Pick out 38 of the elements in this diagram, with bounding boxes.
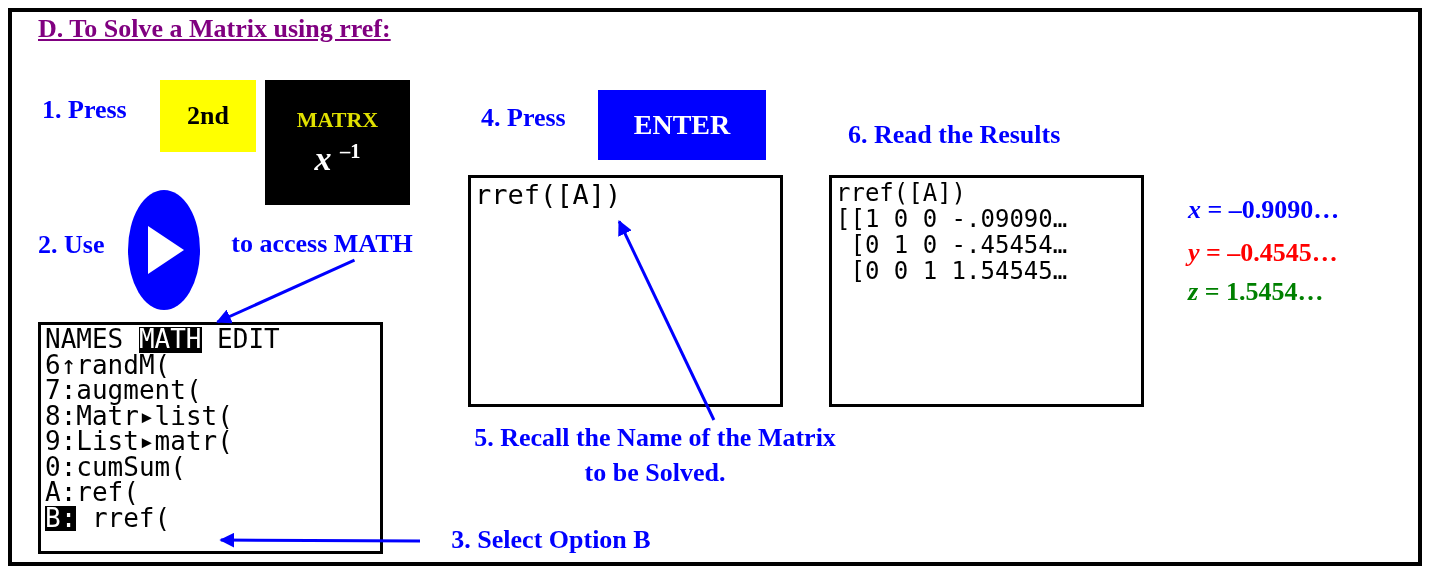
key-label: x $^{–1}$ — [314, 140, 361, 177]
screen-text: [0 0 1 1.54545… — [849, 258, 1068, 284]
screen-text: MATH — [138, 327, 202, 353]
step-text: to access MATH — [206, 226, 438, 262]
key-label: MATRX — [296, 108, 379, 131]
arrow — [617, 220, 716, 421]
arrow — [219, 532, 420, 548]
result-value: x = –0.9090… — [1188, 195, 1340, 225]
calculator-key — [598, 90, 766, 160]
calculator-key — [265, 80, 410, 205]
screen-text: 6↑randM( — [45, 352, 171, 378]
screen-text: 0:cumSum( — [45, 454, 186, 480]
screen-text: rref([A]) — [836, 180, 967, 206]
calculator-screen — [38, 322, 383, 554]
title: D. To Solve a Matrix using rref: — [38, 14, 391, 44]
screen-text: [0 1 0 -.45454… — [849, 232, 1068, 258]
step-text: 4. Press — [481, 103, 566, 133]
key-label: 2nd — [187, 103, 229, 129]
step-text: 3. Select Option B — [420, 522, 682, 560]
screen-text: NAMES — [45, 327, 124, 353]
screen-text: 9:List▸matr( — [45, 429, 233, 455]
step-text: 5. Recall the Name of the Matrix to be Solved. — [465, 420, 845, 492]
screen-text: rref([A]) — [475, 180, 622, 210]
screen-text: rref( — [91, 505, 171, 531]
calculator-screen — [468, 175, 783, 407]
screen-text: B: — [45, 505, 77, 531]
step-text: 2. Use — [38, 230, 105, 260]
result-value: z = 1.5454… — [1188, 277, 1324, 307]
screen-text: 7:augment( — [45, 378, 202, 404]
step-text: 6. Read the Results — [848, 120, 1061, 150]
arrow — [216, 258, 356, 324]
screen-text: [[1 0 0 -.09090… — [836, 206, 1068, 232]
step-text: 1. Press — [42, 95, 127, 125]
screen-text: A:ref( — [45, 480, 139, 506]
key-label: ENTER — [633, 111, 731, 139]
calculator-screen — [829, 175, 1144, 407]
screen-text: EDIT — [217, 327, 280, 353]
calculator-key — [160, 80, 256, 152]
